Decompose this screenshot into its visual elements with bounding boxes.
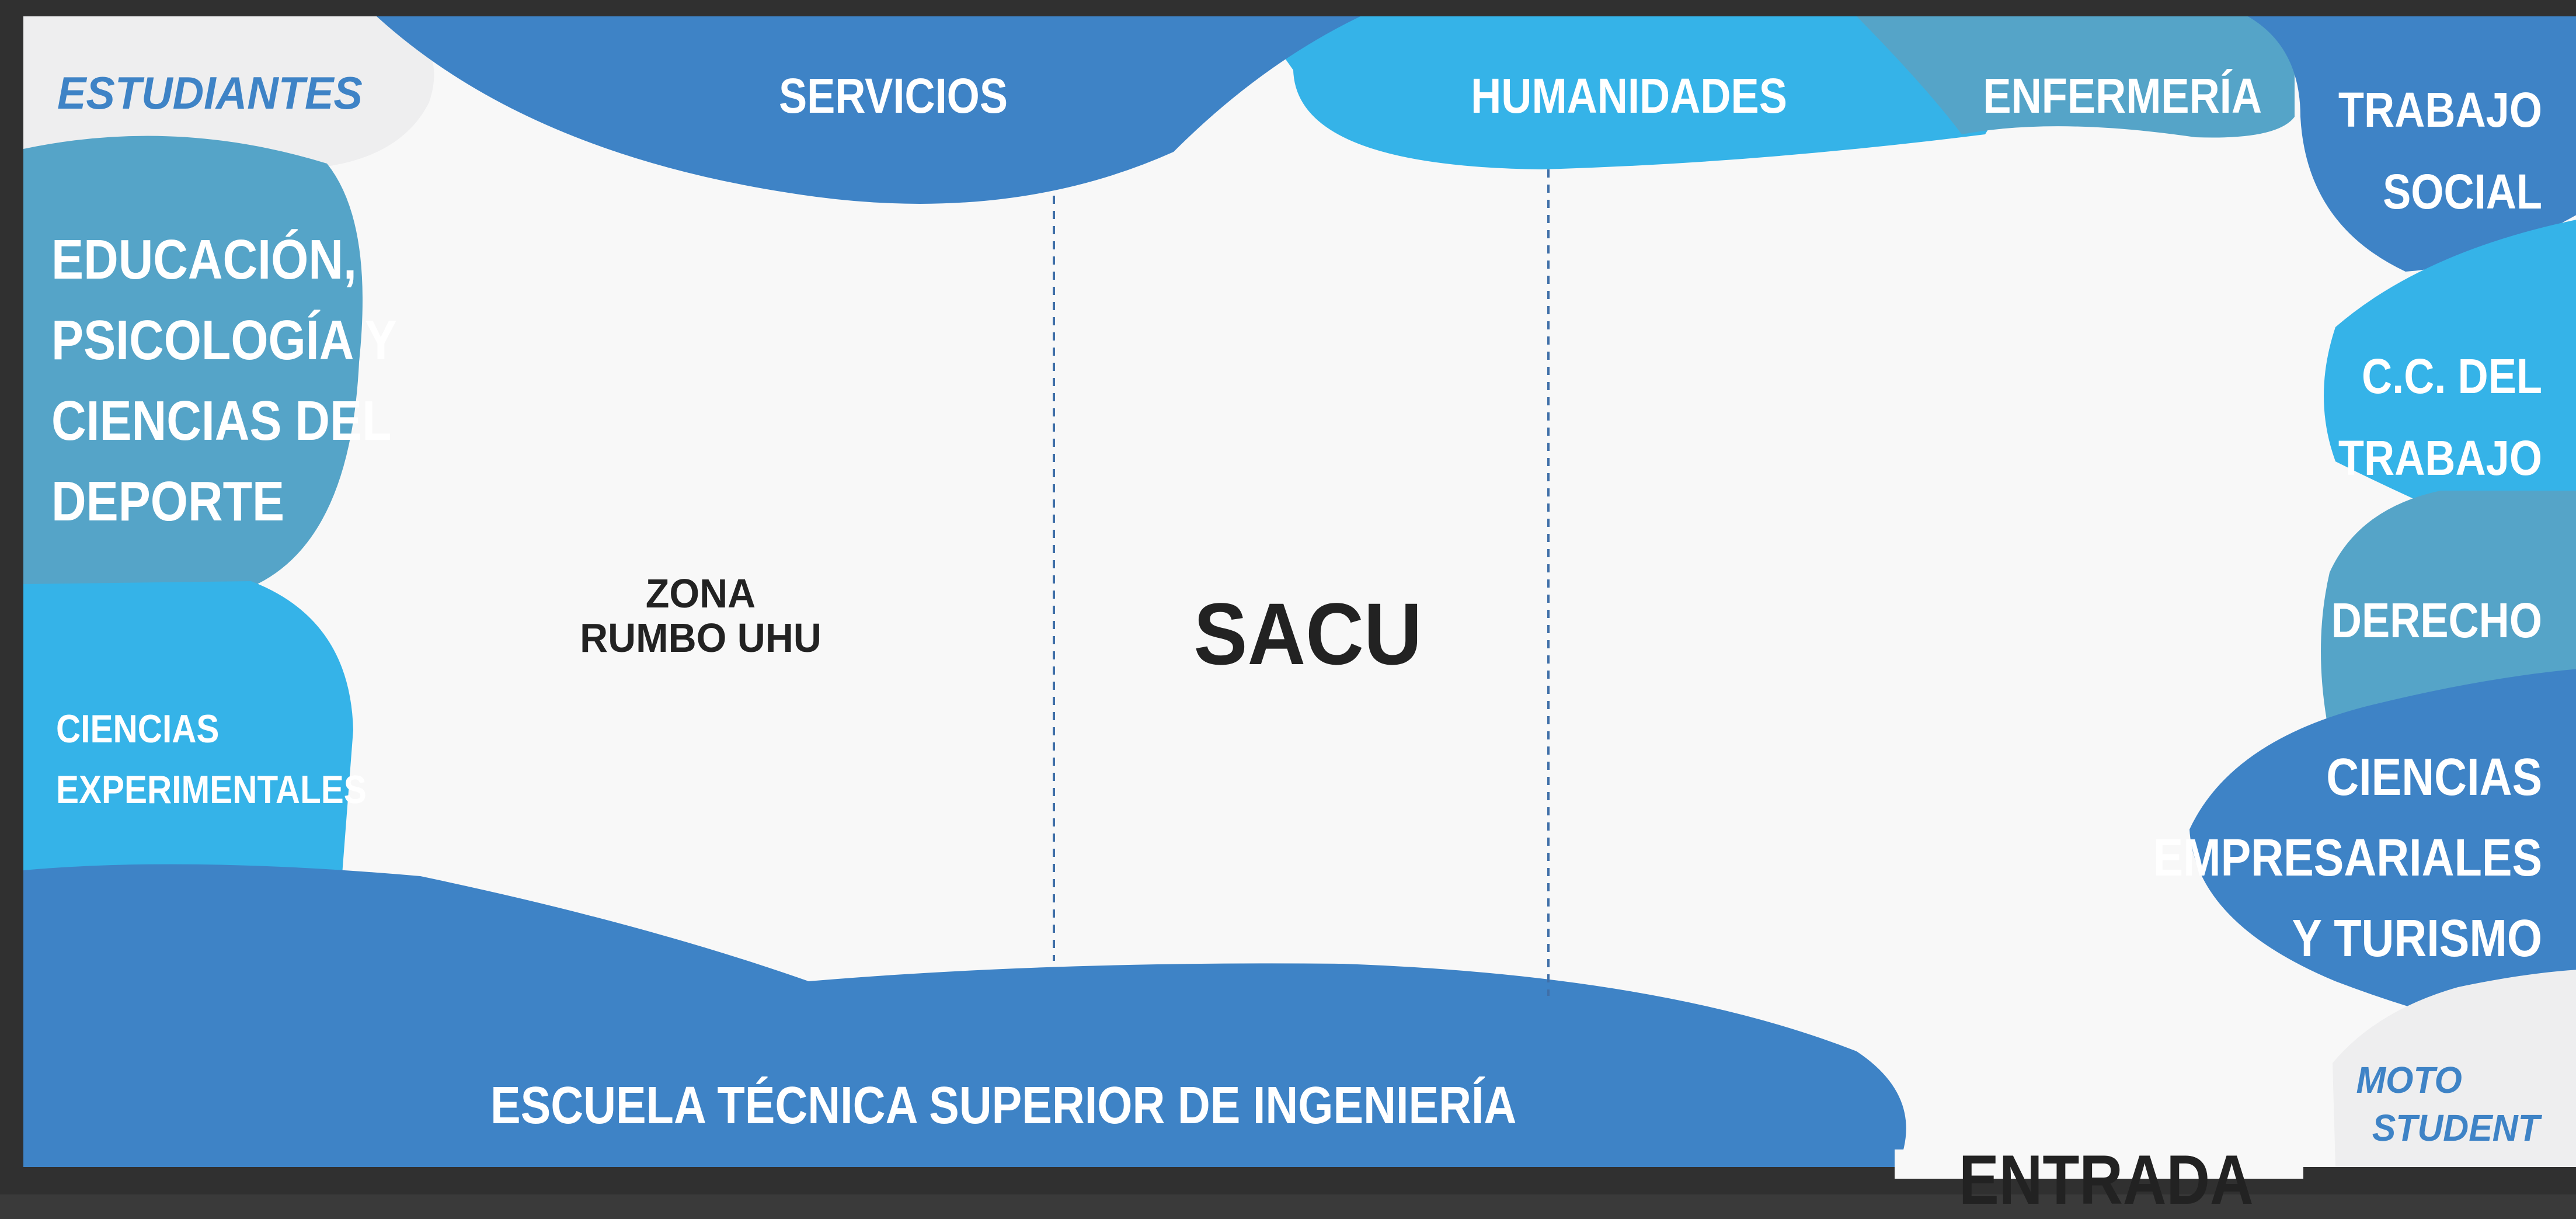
zone-cc-trabajo-shape	[2324, 220, 2576, 568]
label-zona-rumbo: ZONA RUMBO UHU	[534, 571, 867, 660]
label-escuela-tecnica: ESCUELA TÉCNICA SUPERIOR DE INGENIERÍA	[490, 1076, 1517, 1135]
label-educacion-line1: EDUCACIÓN,	[51, 228, 357, 291]
zone-humanidades-shape	[1255, 16, 2014, 169]
label-ciencias-experimentales: CIENCIAS EXPERIMENTALES	[56, 699, 367, 820]
label-ciencias-empresariales-line3: Y TURISMO	[2292, 909, 2542, 968]
zone-moto-student-shape	[2333, 970, 2576, 1167]
label-ciencias-empresariales-line2: EMPRESARIALES	[2153, 829, 2542, 887]
label-zona-rumbo-line1: ZONA	[645, 571, 756, 616]
label-ciencias-experimentales-line1: CIENCIAS	[56, 707, 220, 751]
label-humanidades: HUMANIDADES	[1471, 68, 1787, 123]
zone-trabajo-social-shape	[2248, 16, 2576, 272]
zone-derecho-shape	[2321, 491, 2576, 736]
zone-escuela-tecnica-shape	[23, 864, 1906, 1167]
label-cc-trabajo-line2: TRABAJO	[2338, 430, 2542, 485]
label-enfermeria: ENFERMERÍA	[1983, 68, 2262, 123]
label-educacion-line3: CIENCIAS DEL	[51, 390, 392, 452]
zone-ciencias-empresariales-shape	[2189, 669, 2576, 1046]
label-ciencias-empresariales-line1: CIENCIAS	[2326, 748, 2542, 807]
zone-educacion-shape	[23, 136, 363, 587]
label-ciencias-experimentales-line2: EXPERIMENTALES	[56, 767, 367, 812]
label-zona-rumbo-line2: RUMBO UHU	[580, 615, 821, 661]
label-estudiantes: ESTUDIANTES	[57, 67, 363, 119]
entrada-panel	[1895, 1149, 2303, 1179]
label-cc-trabajo-line1: C.C. DEL	[2361, 349, 2542, 404]
label-educacion-line2: PSICOLOGÍA Y	[51, 309, 397, 371]
label-trabajo-social-line2: SOCIAL	[2383, 164, 2542, 219]
label-educacion-line4: DEPORTE	[51, 470, 285, 533]
label-moto-student-line1: MOTO	[2356, 1059, 2462, 1101]
label-educacion: EDUCACIÓN, PSICOLOGÍA Y CIENCIAS DEL DEP…	[51, 220, 397, 542]
label-moto-student-line2: STUDENT	[2372, 1107, 2540, 1149]
label-derecho: DERECHO	[2331, 593, 2542, 648]
campus-map: ESTUDIANTES SERVICIOS HUMANIDADES ENFERM…	[23, 16, 2576, 1215]
label-ciencias-empresariales: CIENCIAS EMPRESARIALES Y TURISMO	[2153, 737, 2542, 979]
zone-enfermeria-shape	[1857, 16, 2295, 138]
label-trabajo-social-line1: TRABAJO	[2338, 82, 2542, 137]
map-shapes	[23, 16, 2576, 1179]
zone-ciencias-experimentales-shape	[23, 581, 353, 882]
label-cc-trabajo: C.C. DEL TRABAJO	[2338, 335, 2542, 499]
label-sacu: SACU	[1193, 585, 1422, 683]
zone-estudiantes-shape	[23, 16, 434, 166]
label-servicios: SERVICIOS	[778, 68, 1008, 123]
label-entrada: ENTRADA	[1959, 1141, 2254, 1219]
label-moto-student: MOTO STUDENT	[2356, 1056, 2540, 1152]
zone-servicios-shape	[377, 16, 1360, 204]
label-trabajo-social: TRABAJO SOCIAL	[2338, 69, 2542, 232]
